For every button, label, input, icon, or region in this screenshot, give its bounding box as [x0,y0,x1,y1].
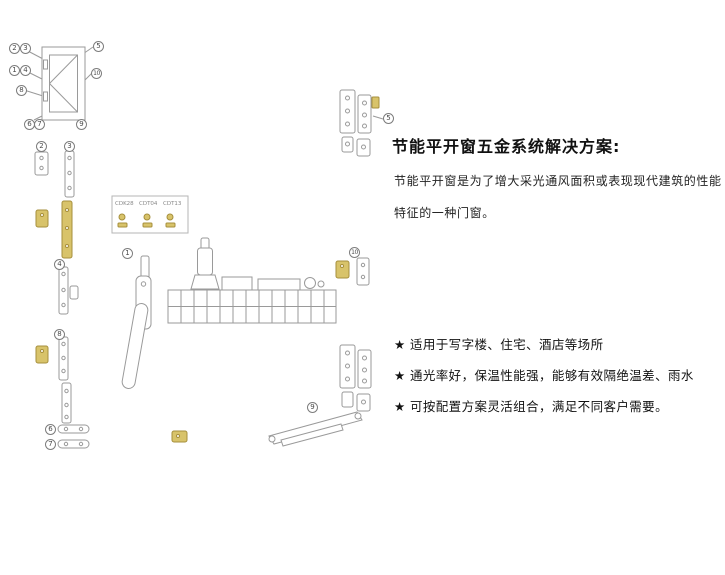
hinge-parts-bottom [339,344,372,412]
accessory-code-box: CDK28 CDT04 CDT13 [111,195,189,234]
callout-part-8: 8 [54,329,65,340]
callout-frame-2: 2 [9,43,20,54]
brass-parts [35,96,380,443]
page-title: 节能平开窗五金系统解决方案: [392,137,621,156]
callout-frame-10: 10 [91,68,102,79]
callout-part-3: 3 [64,141,75,152]
callout-frame-9: 9 [76,119,87,130]
description-line-2: 特征的一种门窗。 [394,206,495,220]
box-label-2: CDT04 [139,201,158,207]
left-parts-column [34,150,90,449]
callout-frame-3: 3 [20,43,31,54]
feature-item-3: ★ 可按配置方案灵活组合，满足不同客户需要。 [394,399,668,414]
callout-frame-8: 8 [16,85,27,96]
callout-frame-5: 5 [93,41,104,52]
box-label-3: CDT13 [163,201,182,207]
callout-frame-4: 4 [20,65,31,76]
description-line-1: 节能平开窗是为了增大采光通风面积或表现现代建筑的性能 [394,174,722,188]
callout-frame-1: 1 [9,65,20,76]
callout-part-1: 1 [122,248,133,259]
callout-part-2: 2 [36,141,47,152]
callout-part-10: 10 [349,247,360,258]
callout-part-9: 9 [307,402,318,413]
callout-part-6: 6 [45,424,56,435]
handle-drawing [121,255,152,389]
callout-part-5: 5 [383,113,394,124]
feature-item-1: ★ 适用于写字楼、住宅、酒店等场所 [394,337,604,352]
callout-part-7: 7 [45,439,56,450]
part-10-strip [356,257,370,286]
stay-arm-drawing [268,411,363,447]
window-frame-schematic [23,46,94,121]
box-label-1: CDK28 [115,201,134,207]
feature-item-2: ★ 通光率好，保温性能强，能够有效隔绝温差、雨水 [394,368,694,383]
profile-section-drawing [167,237,337,324]
callout-part-4: 4 [54,259,65,270]
hinge-parts-top [339,89,384,157]
callout-frame-7: 7 [34,119,45,130]
